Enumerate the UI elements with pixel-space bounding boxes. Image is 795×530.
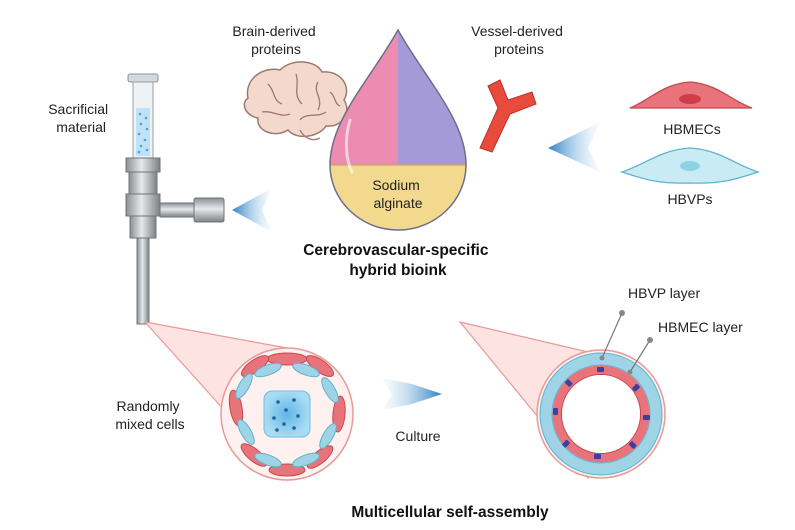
hbmec-cell-icon [629, 81, 753, 109]
blood-vessel-icon [479, 79, 537, 153]
hbmec-layer-label: HBMEC layer [658, 319, 743, 335]
hbvps-label: HBVPs [667, 191, 712, 207]
culture-label: Culture [395, 428, 440, 444]
brain-proteins-label: Brain-derived proteins [232, 23, 319, 57]
bioink-title: Cerebrovascular-specific hybrid bioink [303, 242, 493, 279]
hbvp-cell-icon [619, 147, 761, 184]
arrow-to-nozzle-icon [232, 188, 272, 232]
bottom-title: Multicellular self-assembly [351, 504, 549, 521]
brain-icon [243, 61, 348, 141]
randomly-mixed-label: Randomly mixed cells [115, 398, 184, 432]
hbvp-layer-label: HBVP layer [628, 285, 700, 301]
self-assembled-cross-section [536, 349, 666, 479]
mixed-cells-cross-section [220, 347, 354, 481]
syringe-icon [125, 73, 225, 325]
hbmec-layer-pointer [627, 337, 653, 375]
culture-arrow-icon [382, 378, 442, 410]
vessel-proteins-label: Vessel-derived proteins [471, 23, 567, 57]
sacrificial-label: Sacrificial material [48, 101, 112, 135]
sodium-alginate-label: Sodium alginate [372, 177, 423, 211]
arrow-to-drop-icon [548, 122, 600, 172]
hbvp-layer-pointer [599, 310, 625, 361]
hbmecs-label: HBMECs [663, 121, 721, 137]
